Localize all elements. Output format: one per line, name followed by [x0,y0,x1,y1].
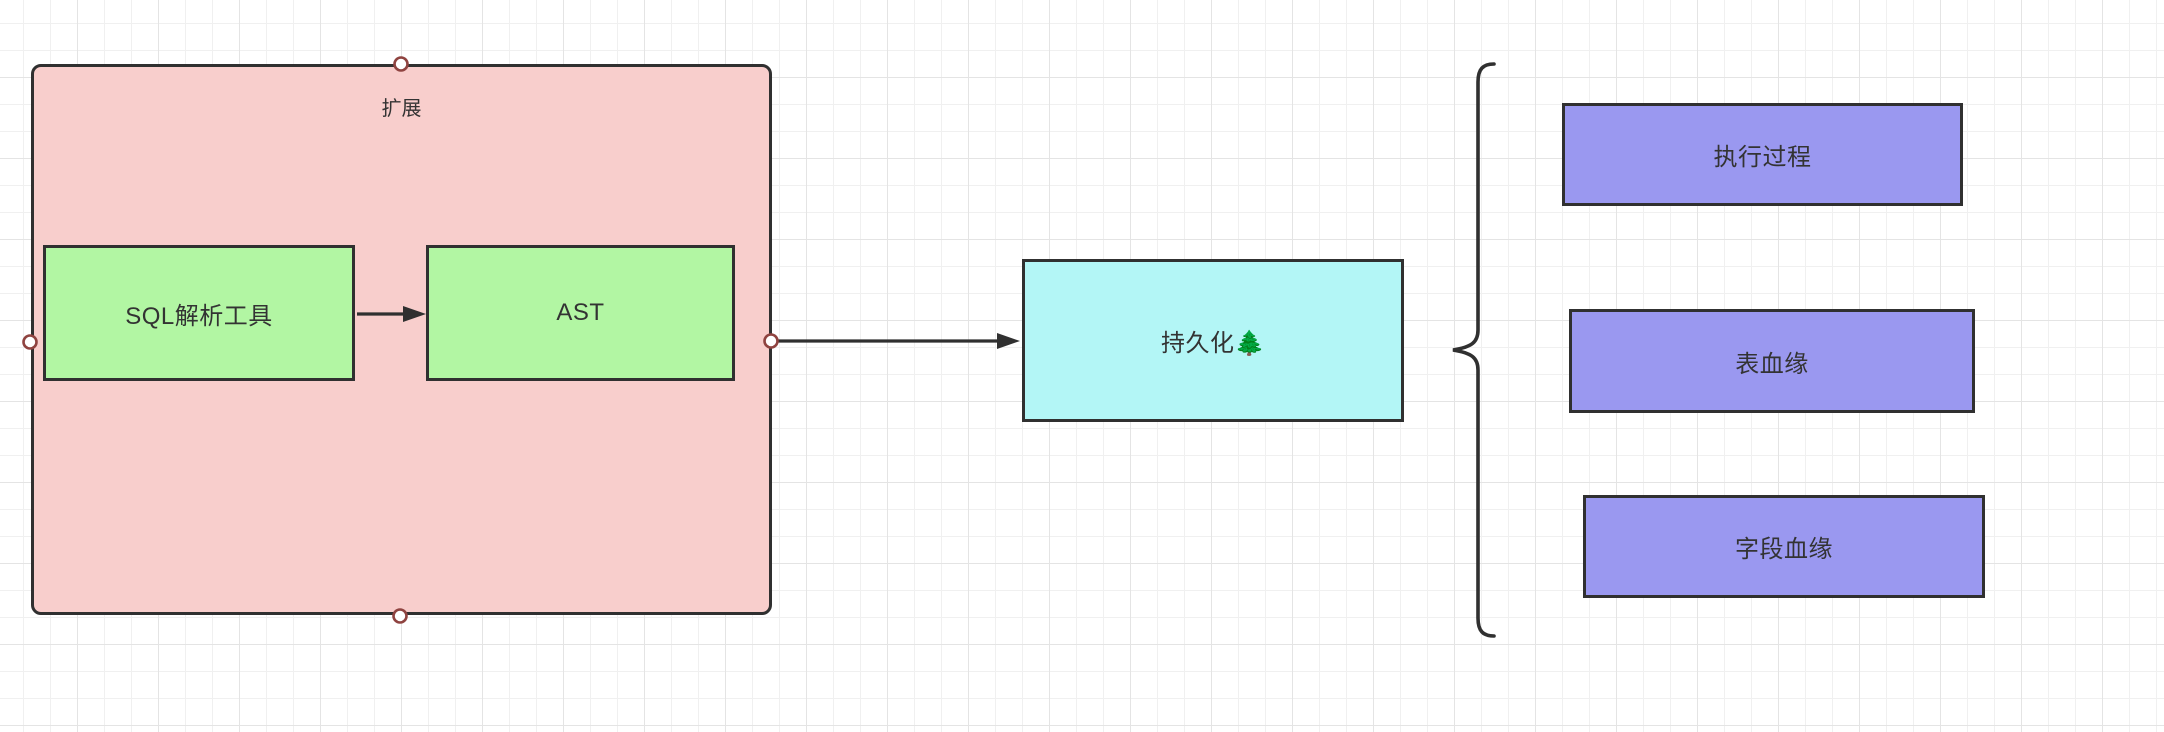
node-persistence[interactable]: 持久化🌲 [1022,259,1404,422]
node-execution-process[interactable]: 执行过程 [1562,103,1963,206]
group-extension-label: 扩展 [381,98,422,120]
node-table-lineage-label: 表血缘 [1735,350,1809,378]
node-execution-process-label: 执行过程 [1713,144,1812,171]
node-field-lineage-label: 字段血缘 [1735,536,1833,563]
node-sql-parser-label: SQL解析工具 [125,302,273,330]
node-field-lineage[interactable]: 字段血缘 [1583,495,1985,598]
arrow-extension-to-persistence[interactable] [771,333,1020,349]
node-ast-label: AST [556,299,605,326]
node-ast[interactable]: AST [426,245,735,381]
node-persistence-label: 持久化🌲 [1161,330,1265,357]
node-sql-parser[interactable]: SQL解析工具 [43,245,355,381]
node-table-lineage[interactable]: 表血缘 [1569,309,1975,413]
curly-brace[interactable] [1452,62,1496,638]
